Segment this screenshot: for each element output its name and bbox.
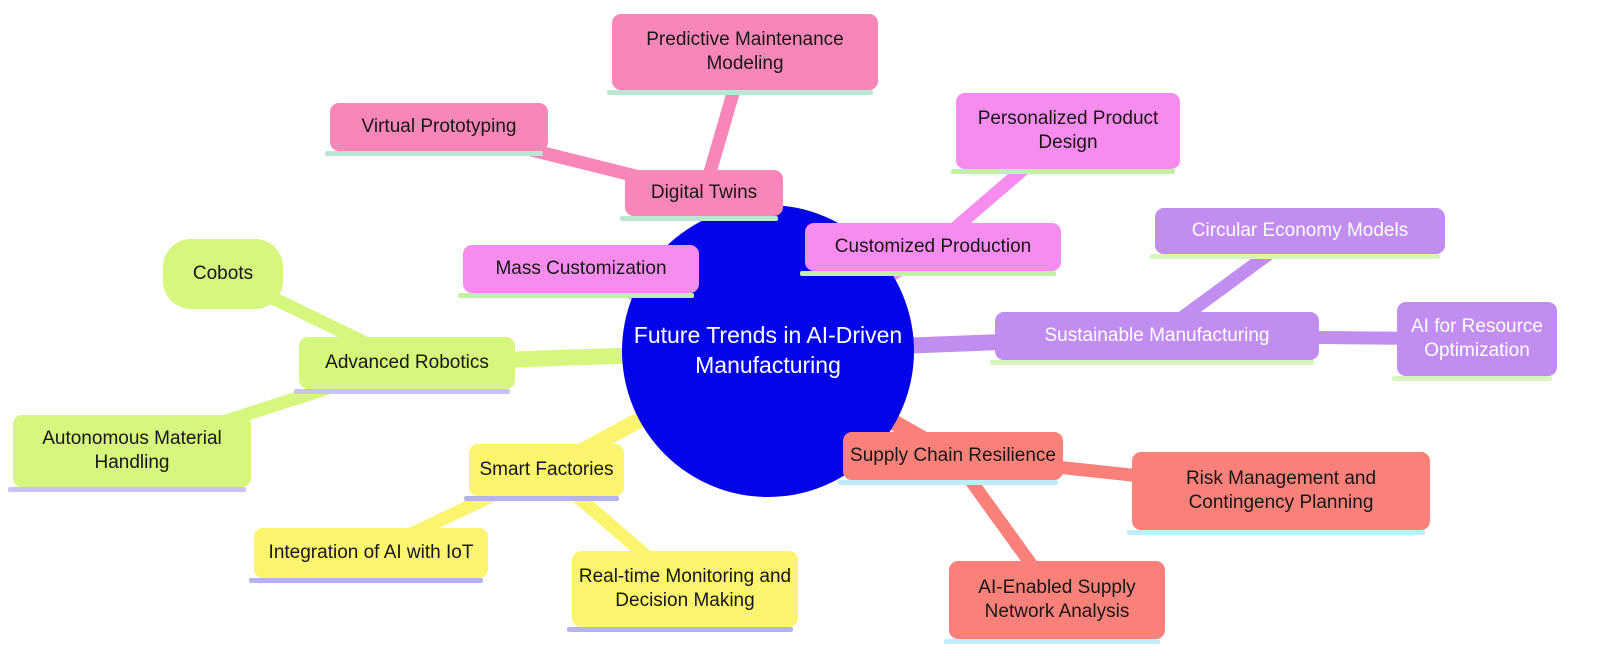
node-label: Real-time Monitoring and Decision Making (578, 566, 792, 611)
mindmap-node-digital-twins: Digital Twins (620, 170, 783, 221)
mindmap-node-mass-customization: Mass Customization (458, 245, 699, 298)
mindmap-node-smart-factories: Smart Factories (464, 444, 624, 501)
node-label: Customized Production (834, 236, 1032, 258)
mindmap-node-autonomous-material-handling: Autonomous Material Handling (8, 415, 251, 492)
mindmap-node-virtual-prototyping: Virtual Prototyping (325, 103, 548, 156)
node-label: AI-Enabled Supply Network Analysis (978, 577, 1136, 622)
node-label: Personalized Product Design (977, 108, 1159, 153)
mindmap-node-personalized-product-design: Personalized Product Design (951, 93, 1180, 174)
node-label: Predictive Maintenance Modeling (646, 29, 844, 74)
node-label: Autonomous Material Handling (42, 428, 222, 473)
node-label: Mass Customization (495, 258, 667, 280)
mindmap-node-customized-production: Customized Production (800, 223, 1061, 276)
mindmap-node-supply-chain-resilience: Supply Chain Resilience (838, 432, 1063, 485)
node-label: Advanced Robotics (325, 352, 489, 374)
node-label: Virtual Prototyping (361, 116, 517, 138)
mindmap-node-advanced-robotics: Advanced Robotics (294, 337, 515, 394)
node-label: Circular Economy Models (1191, 220, 1409, 242)
node-label: Smart Factories (479, 459, 614, 481)
mindmap-node-ai-enabled-supply: AI-Enabled Supply Network Analysis (944, 561, 1165, 644)
node-label: Integration of AI with IoT (268, 542, 474, 564)
node-label: AI for Resource Optimization (1411, 316, 1543, 361)
mindmap-node-predictive-maintenance: Predictive Maintenance Modeling (607, 14, 878, 95)
node-label: Digital Twins (650, 182, 758, 204)
node-label: Cobots (192, 263, 254, 285)
mindmap-node-circular-economy-models: Circular Economy Models (1150, 208, 1445, 259)
mindmap-node-realtime-monitoring: Real-time Monitoring and Decision Making (567, 551, 798, 632)
mindmap-node-ai-resource-optimization: AI for Resource Optimization (1392, 302, 1557, 381)
node-label: Sustainable Manufacturing (1044, 325, 1270, 347)
mindmap-node-risk-management: Risk Management and Contingency Planning (1127, 452, 1430, 535)
node-label: Supply Chain Resilience (850, 445, 1056, 467)
mindmap-node-sustainable-manufacturing: Sustainable Manufacturing (990, 312, 1319, 365)
node-label: Risk Management and Contingency Planning (1185, 468, 1377, 513)
mindmap-node-integration-ai-iot: Integration of AI with IoT (249, 528, 488, 583)
root-label: Future Trends in AI-Driven Manufacturing (633, 322, 903, 378)
mindmap-node-cobots: Cobots (163, 239, 283, 309)
